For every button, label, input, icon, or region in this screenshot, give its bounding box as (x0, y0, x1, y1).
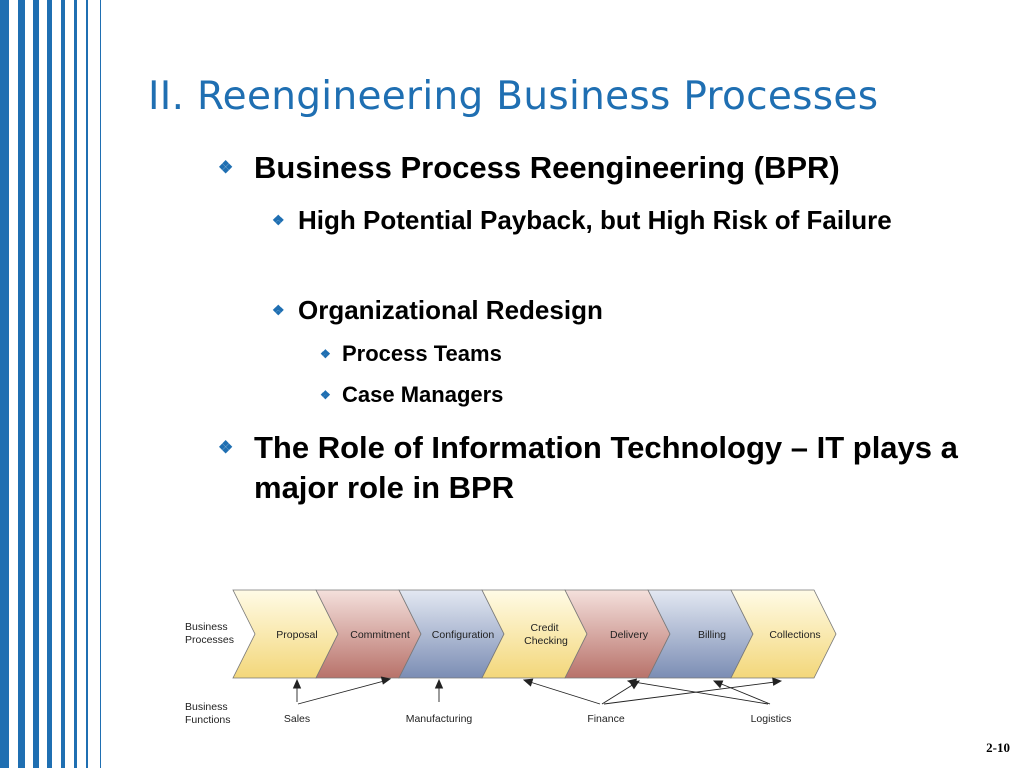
bullet-teams-text: Process Teams (342, 341, 502, 366)
page-number: 2-10 (986, 740, 1010, 755)
diamond-bullet-icon: ❖ (320, 347, 331, 361)
function-label-finance: Finance (587, 713, 625, 725)
process-label-credit-checking: Credit Checking (524, 622, 568, 647)
bullet-it-role-text: The Role of Information Technology – IT … (254, 430, 958, 505)
bullet-bpr-text: Business Process Reengineering (BPR) (254, 150, 840, 185)
diamond-bullet-icon: ❖ (320, 388, 331, 402)
bullet-payback-text: High Potential Payback, but High Risk of… (298, 205, 892, 235)
function-label-manufacturing: Manufacturing (406, 713, 473, 725)
business-functions-label: Business Functions (185, 701, 231, 726)
function-arrows (292, 676, 783, 705)
process-label-commitment: Commitment (350, 629, 410, 641)
bullet-managers: ❖ Case Managers (320, 380, 920, 410)
diamond-bullet-icon: ❖ (272, 212, 285, 228)
bullet-it-role: ❖ The Role of Information Technology – I… (218, 428, 988, 508)
diamond-bullet-icon: ❖ (272, 302, 285, 318)
diamond-bullet-icon: ❖ (218, 438, 234, 457)
chevron-collections (730, 589, 837, 679)
process-label-configuration: Configuration (432, 629, 495, 641)
process-chevrons (232, 589, 837, 679)
process-label-delivery: Delivery (610, 629, 649, 641)
business-processes-label: Business Processes (185, 621, 234, 646)
process-label-proposal: Proposal (276, 629, 317, 641)
bullet-bpr: ❖ Business Process Reengineering (BPR) (218, 148, 1018, 188)
bullet-redesign-text: Organizational Redesign (298, 295, 603, 325)
function-label-logistics: Logistics (751, 713, 792, 725)
function-label-sales: Sales (284, 713, 310, 725)
process-label-billing: Billing (698, 629, 726, 641)
bullet-redesign: ❖ Organizational Redesign (272, 292, 972, 328)
decorative-stripes (0, 0, 101, 768)
diamond-bullet-icon: ❖ (218, 158, 234, 177)
process-label-collections: Collections (769, 629, 820, 641)
bullet-managers-text: Case Managers (342, 382, 504, 407)
slide-title: II. Reengineering Business Processes (148, 74, 879, 119)
bullet-teams: ❖ Process Teams (320, 339, 920, 369)
bullet-payback: ❖ High Potential Payback, but High Risk … (272, 202, 972, 238)
bpr-diagram: Business Processes Business Functions Pr… (185, 589, 837, 726)
